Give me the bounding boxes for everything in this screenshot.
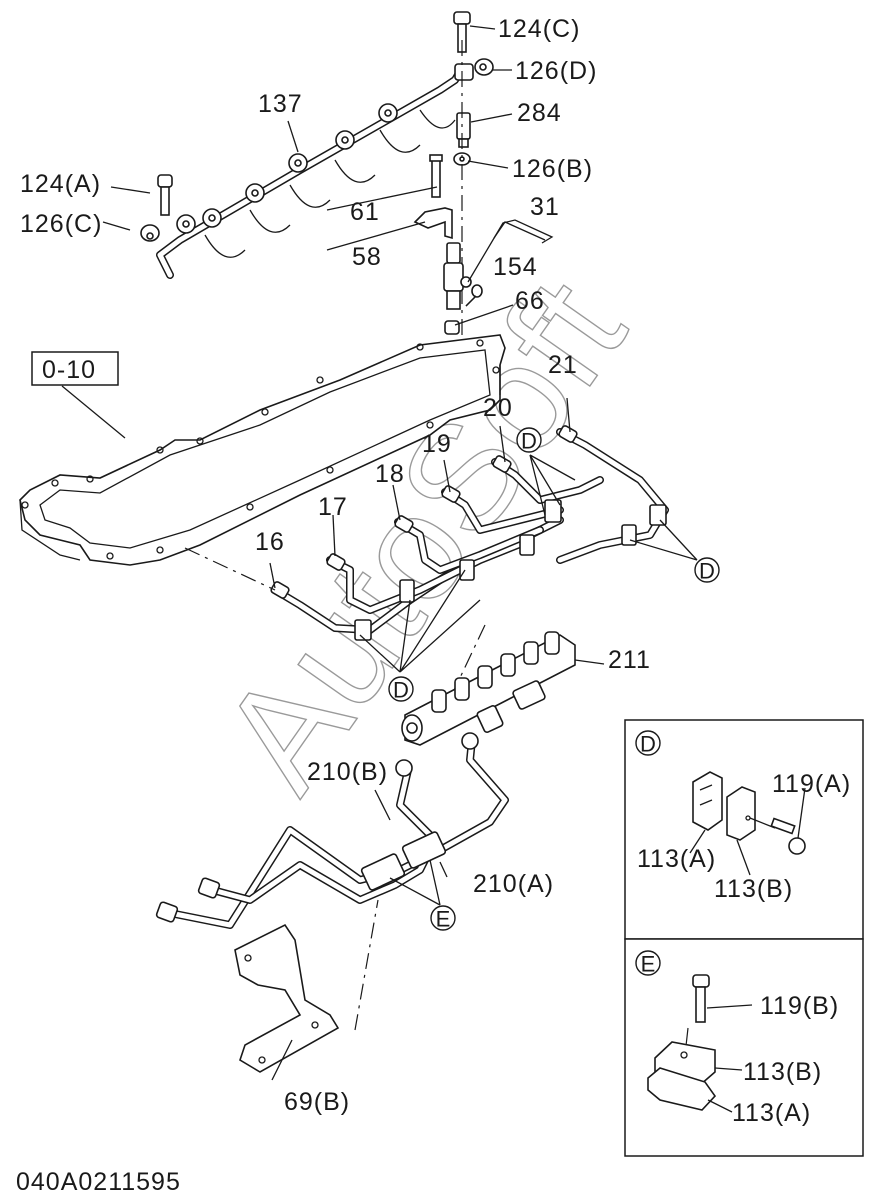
- detail-e-marker: E: [641, 952, 656, 977]
- callout-21: 21: [548, 351, 578, 379]
- callout-126d: 126(D): [515, 57, 597, 85]
- detail-e-label-119b: 119(B): [760, 992, 839, 1020]
- bracket-axis-line: [354, 899, 379, 1031]
- injector-31: [443, 242, 472, 310]
- callout-210b: 210(B): [307, 758, 388, 786]
- cover-gasket-0-10: [19, 334, 506, 566]
- common-rail-211: [401, 631, 576, 746]
- callout-124a: 124(A): [20, 170, 101, 198]
- spacer-284: [456, 112, 471, 148]
- callout-66: 66: [515, 287, 545, 315]
- leak-off-pipe-137: [156, 63, 474, 279]
- bolt-119a-d: [770, 817, 806, 855]
- detail-e-label-113b: 113(B): [743, 1058, 822, 1086]
- seal-66: [444, 320, 460, 335]
- clamp-58: [413, 207, 453, 240]
- callout-17: 17: [318, 493, 348, 521]
- clamp-113a-e: [647, 1067, 717, 1111]
- callout-58: 58: [352, 243, 382, 271]
- injection-pipes: [270, 425, 669, 641]
- svg-text:D: D: [699, 559, 715, 584]
- rail-outlets: [431, 631, 560, 713]
- detail-d-label-113b: 113(B): [714, 875, 793, 903]
- pipes-210: [155, 732, 509, 929]
- callout-labels: 124(C) 126(D) 284 137 126(B) 124(A) 61 3…: [20, 15, 651, 1116]
- oring-154: [471, 284, 483, 298]
- washer-126c: [140, 224, 160, 242]
- svg-text:D: D: [521, 429, 537, 454]
- detail-d-label-119a: 119(A): [772, 770, 851, 798]
- callout-69b: 69(B): [284, 1088, 350, 1116]
- stud-61: [429, 154, 443, 198]
- detail-markers: D D D E: [388, 427, 720, 932]
- detail-e-label-113a: 113(A): [732, 1099, 811, 1127]
- detail-box-d: D 119(A) 113(A) 113(B): [624, 719, 864, 940]
- bolt-124c: [453, 11, 471, 53]
- washer-126d: [474, 58, 494, 76]
- bolt-119b-e: [692, 974, 710, 1023]
- callout-126c: 126(C): [20, 210, 102, 238]
- bracket-69b: [234, 899, 379, 1073]
- callout-18: 18: [375, 460, 405, 488]
- callout-31: 31: [530, 193, 560, 221]
- callout-154: 154: [493, 253, 538, 281]
- callout-20: 20: [483, 394, 513, 422]
- clamp-113b-d: [726, 786, 756, 841]
- leader-lines: [102, 25, 698, 1081]
- reference-box-0-10: 0-10: [31, 351, 126, 439]
- marker-e-1: E: [430, 905, 456, 932]
- detail-d-label-113a: 113(A): [637, 845, 716, 873]
- callout-19: 19: [422, 430, 452, 458]
- callout-137: 137: [258, 90, 303, 118]
- callout-284: 284: [517, 99, 562, 127]
- marker-d-1: D: [516, 427, 542, 454]
- callout-61: 61: [350, 198, 380, 226]
- svg-text:E: E: [436, 907, 451, 932]
- detail-d-marker: D: [640, 732, 656, 757]
- detail-box-e: E 119(B) 113(B) 113(A): [624, 938, 864, 1157]
- svg-text:D: D: [393, 678, 409, 703]
- drawing-number: 040A0211595: [16, 1168, 181, 1196]
- marker-d-2: D: [694, 557, 720, 584]
- bolt-124a: [157, 174, 173, 216]
- callout-210a: 210(A): [473, 870, 554, 898]
- callout-126b: 126(B): [512, 155, 593, 183]
- gasket-bolt-holes: [21, 339, 500, 560]
- reference-box-label: 0-10: [42, 356, 96, 384]
- callout-16: 16: [255, 528, 285, 556]
- callout-211: 211: [608, 646, 651, 674]
- marker-d-3: D: [388, 676, 414, 703]
- clamp-113a-d: [692, 771, 723, 831]
- washer-126b: [453, 152, 471, 166]
- callout-124c: 124(C): [498, 15, 580, 43]
